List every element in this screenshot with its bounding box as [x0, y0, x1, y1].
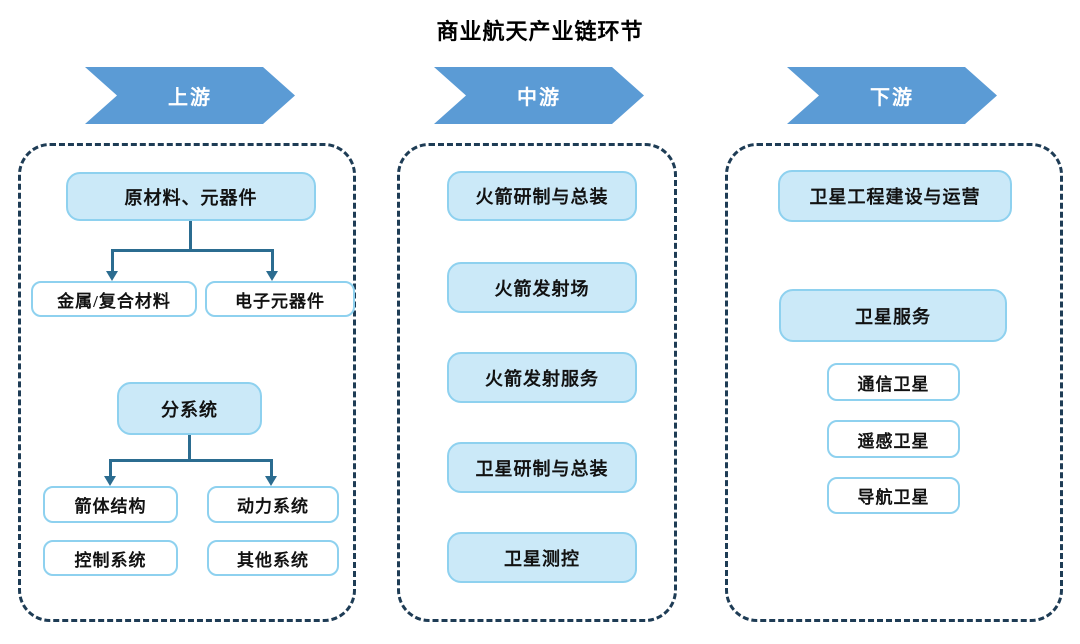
- connector-crossbar-subsystems: [109, 459, 272, 462]
- connector-drop-electronics: [271, 249, 274, 272]
- node-metal-composite-materials: 金属/复合材料: [31, 281, 197, 317]
- connector-drop-rocket-body: [109, 459, 112, 477]
- node-subsystems: 分系统: [117, 382, 262, 435]
- arrowhead-propulsion: [265, 476, 277, 486]
- node-propulsion-system: 动力系统: [207, 486, 339, 523]
- node-remote-sensing-satellites: 遥感卫星: [827, 420, 960, 458]
- header-label-downstream: 下游: [870, 87, 914, 109]
- node-navigation-satellites: 导航卫星: [827, 477, 960, 514]
- header-arrow-downstream: 下游: [787, 67, 997, 124]
- node-rocket-launch-services: 火箭发射服务: [447, 352, 637, 403]
- connector-stem-subsystems: [188, 435, 191, 462]
- header-arrow-upstream: 上游: [85, 67, 295, 124]
- connector-drop-metal: [111, 249, 114, 272]
- node-rocket-development-assembly: 火箭研制与总装: [447, 171, 637, 221]
- node-satellite-services: 卫星服务: [779, 289, 1007, 342]
- node-rocket-body-structure: 箭体结构: [43, 486, 178, 523]
- arrowhead-metal: [106, 271, 118, 281]
- node-communication-satellites: 通信卫星: [827, 363, 960, 401]
- header-label-upstream: 上游: [168, 87, 212, 109]
- node-electronic-components: 电子元器件: [205, 281, 355, 317]
- connector-stem-raw-materials: [189, 221, 192, 252]
- node-satellite-tracking-control: 卫星测控: [447, 532, 637, 583]
- header-label-midstream: 中游: [517, 87, 561, 109]
- node-raw-materials-components: 原材料、元器件: [66, 172, 316, 221]
- container-midstream: [397, 143, 677, 622]
- container-downstream: [725, 143, 1063, 622]
- connector-drop-propulsion: [270, 459, 273, 477]
- connector-crossbar-raw-materials: [111, 249, 274, 252]
- header-arrow-midstream: 中游: [434, 67, 644, 124]
- node-other-systems: 其他系统: [207, 540, 339, 576]
- node-satellite-engineering-operations: 卫星工程建设与运营: [778, 170, 1012, 222]
- node-rocket-launch-site: 火箭发射场: [447, 262, 637, 313]
- diagram-title: 商业航天产业链环节: [436, 19, 644, 44]
- container-upstream: [18, 143, 356, 622]
- node-control-system: 控制系统: [43, 540, 178, 576]
- arrowhead-rocket-body: [104, 476, 116, 486]
- node-satellite-development-assembly: 卫星研制与总装: [447, 442, 637, 493]
- arrowhead-electronics: [266, 271, 278, 281]
